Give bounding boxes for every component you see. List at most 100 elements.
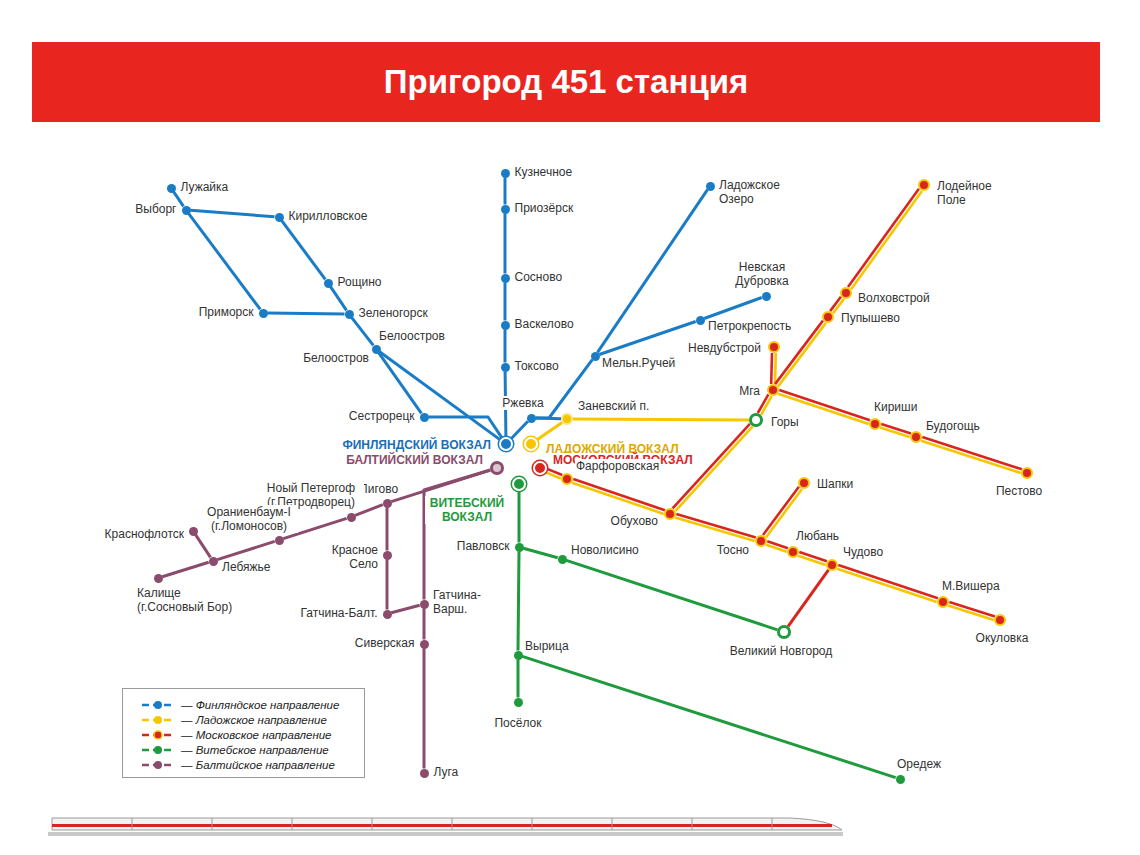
legend-swatch <box>141 730 175 740</box>
track-line <box>518 491 521 543</box>
station-dot: Пестово <box>1021 467 1033 479</box>
train-picture <box>48 818 843 836</box>
station-dot: Заневский п. <box>561 413 573 425</box>
railway-connector <box>519 491 520 543</box>
station-dot: Лодейное Поле <box>918 179 930 191</box>
station-label: М.Вишера <box>941 579 1001 593</box>
station-label: Сестрорецк <box>348 409 416 423</box>
track-line <box>573 479 665 510</box>
track-line <box>196 535 211 558</box>
station-dot: Лужайка <box>167 184 176 193</box>
track-line <box>424 470 490 600</box>
station-label: Павловск <box>456 539 511 553</box>
railway-connector <box>429 417 503 438</box>
station-label: Гатчина-Варш. <box>432 588 492 616</box>
station-dot: Токсово <box>501 363 510 372</box>
station-dot: Мга <box>767 384 779 396</box>
station-dot: Будогощь <box>910 431 922 443</box>
railway-connector <box>948 602 995 620</box>
railway-connector <box>505 283 506 321</box>
railway-connector <box>391 605 419 613</box>
track-line <box>380 352 501 440</box>
railway-connector <box>387 508 388 551</box>
station-dot: МОСКОВСКИЙ ВОКЗАЛ <box>533 461 547 475</box>
station-label: Зеленогорск <box>358 306 429 320</box>
railway-connector <box>282 221 326 280</box>
station-dot: Петрокрепость <box>696 316 705 325</box>
station-dot: Зеленогорск <box>345 310 354 319</box>
station-label: Кириши <box>873 400 918 414</box>
railway-connector <box>424 470 490 600</box>
station-label: Лужайка <box>180 180 230 194</box>
station-dot: Ржевка <box>527 414 536 423</box>
railway-connector <box>191 210 275 216</box>
track-line <box>838 565 938 598</box>
station-dot: Рощино <box>324 279 333 288</box>
track-line <box>189 214 261 310</box>
railway-connector <box>599 322 695 355</box>
track-line <box>523 548 557 558</box>
track-line <box>767 541 788 548</box>
railway-connector <box>196 535 211 558</box>
station-label: Тосно <box>716 543 750 557</box>
station-dot: БелоостровБелоостров <box>372 345 381 354</box>
station-dot: Гатчина-Балт. <box>383 610 392 619</box>
track-line <box>851 191 922 289</box>
station-label: Сиверская <box>354 636 416 650</box>
station-label: Горы <box>770 415 800 429</box>
station-dot: Невская Дубровка <box>762 292 771 301</box>
railway-connector <box>704 298 762 319</box>
station-label: Приозёрск <box>514 201 575 215</box>
station-dot: Лигово <box>383 499 392 508</box>
track-line <box>881 424 911 433</box>
legend-text: — Витебское направление <box>181 743 329 757</box>
track-line <box>504 283 507 321</box>
railway-connector <box>518 552 519 651</box>
track-line <box>217 541 274 559</box>
station-label: Волховстрой <box>857 291 931 305</box>
terminal-label: БАЛТИЙСКИЙ ВОКЗАЛ <box>345 453 484 467</box>
railway-connector <box>505 330 506 363</box>
station-dot: Кириши <box>869 418 881 430</box>
track-line <box>566 560 777 629</box>
station-label: Новолисино <box>570 543 640 557</box>
track-line <box>537 422 562 440</box>
railway-connector <box>379 353 422 414</box>
station-label: Луга <box>433 765 460 779</box>
station-label: Красное Село <box>325 543 379 571</box>
station-dot: Кирилловское <box>275 213 284 222</box>
railway-connector <box>380 352 501 440</box>
station-label: Оредеж <box>896 757 942 771</box>
railway-connector <box>352 318 374 346</box>
station-label: Заневский п. <box>577 399 650 413</box>
station-dot: Окуловка <box>994 614 1006 626</box>
station-dot: Вырица <box>514 651 523 660</box>
railway-connector <box>566 560 777 629</box>
station-label: Любань <box>795 529 840 543</box>
station-dot: Шапки <box>798 477 810 489</box>
station-dot: Ладожское Озеро <box>706 182 715 191</box>
railway-connector <box>518 660 519 698</box>
station-dot: ФИНЛЯНДСКИЙ ВОКЗАЛ <box>499 437 513 451</box>
track-line <box>391 605 419 613</box>
station-label: Будогощь <box>925 419 981 433</box>
railway-connector <box>766 541 788 552</box>
station-dot: Посёлок <box>514 698 523 707</box>
station-dot: Кузнечное <box>501 169 510 178</box>
station-dot: Мельн.Ручей <box>591 352 600 361</box>
track-line <box>379 353 422 414</box>
station-label: Невдубстрой <box>687 341 762 355</box>
track-line <box>949 602 995 616</box>
station-label: Краснофлотск <box>104 527 185 541</box>
track-line <box>386 560 389 610</box>
track-line <box>922 437 1022 469</box>
track-line <box>830 297 841 311</box>
station-dot: Луга <box>420 769 429 778</box>
track-line <box>774 353 777 384</box>
station-dot: Васкелово <box>501 321 510 330</box>
station-dot: Павловск <box>515 543 524 552</box>
terminal-label: ВИТЕБСКИЙ ВОКЗАЛ <box>425 496 509 524</box>
track-line <box>511 421 528 439</box>
track-line <box>675 518 755 542</box>
